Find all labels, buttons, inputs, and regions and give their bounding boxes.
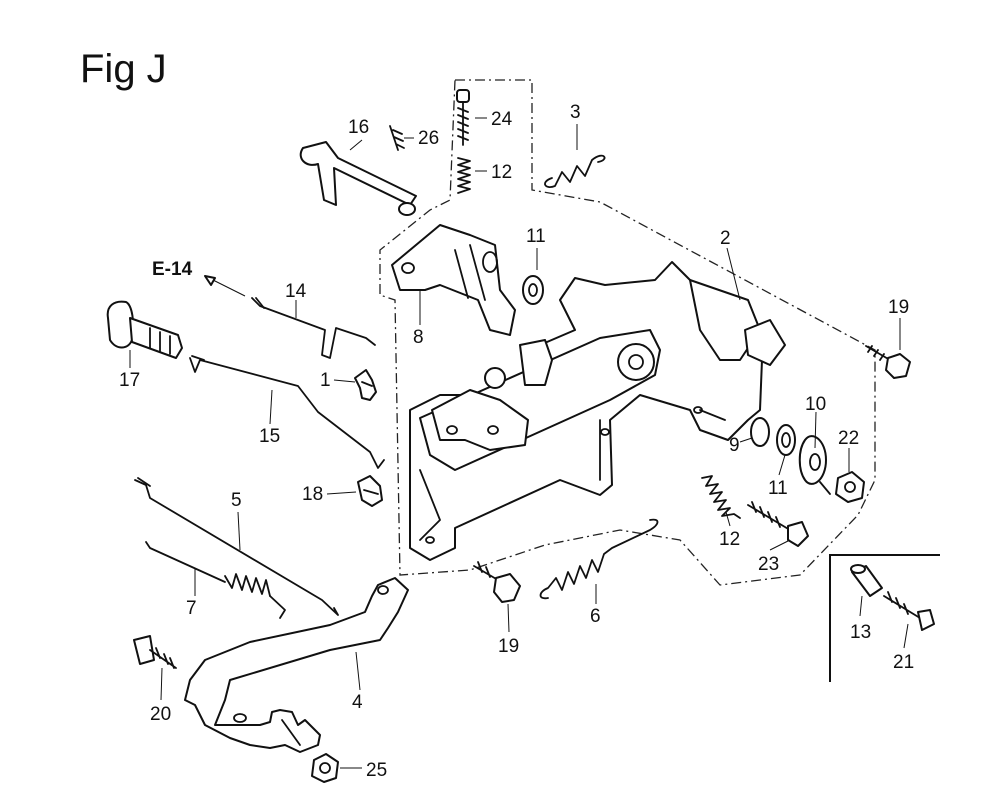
clip-18 [357,475,383,507]
callout-20: 20 [150,704,171,725]
rod-15 [189,355,385,469]
callout-16: 16 [348,117,369,138]
assembly-boundary [379,79,876,586]
callout-12-lower: 12 [719,529,740,550]
callout-15: 15 [259,426,280,447]
callout-17: 17 [119,370,140,391]
washer-9 [750,417,770,447]
friction-disc-10 [798,435,831,495]
callout-13: 13 [850,622,871,643]
screw-23 [747,501,809,547]
callout-19-lower: 19 [498,636,519,657]
clip-1 [354,369,377,401]
callout-25: 25 [366,760,387,781]
bolt-19-lower [473,561,521,603]
leader-lines [129,117,909,769]
callout-labels: 1 2 3 4 5 6 7 8 9 10 11 11 12 12 13 14 1… [119,102,914,781]
control-base-plate-2 [409,261,786,561]
callout-6: 6 [590,606,601,627]
callout-10: 10 [805,394,826,415]
brake-lever-4 [184,577,409,753]
spring-3 [544,154,606,188]
spring-12-lower [701,475,741,519]
callout-9: 9 [729,435,740,456]
inset-frame [829,554,940,682]
rod-14 [251,297,376,359]
nut-22 [835,471,865,503]
callout-14: 14 [285,281,307,302]
callout-1: 1 [320,370,331,391]
callout-19-right: 19 [888,297,909,318]
callout-12-top: 12 [491,162,512,183]
nut-25 [311,753,339,783]
callout-8: 8 [413,327,424,348]
bolt-19-right [865,345,911,379]
rod-5 [134,477,339,616]
callout-11-top: 11 [526,226,546,247]
bolt-24 [456,89,470,146]
callout-4: 4 [352,692,363,713]
washer-11-top [522,275,544,305]
screw-20 [133,635,177,669]
callout-18: 18 [302,484,323,505]
callout-5: 5 [231,490,242,511]
reference-e14: E-14 [152,259,193,280]
throttle-lever-8 [391,224,516,336]
lever-shaft-16 [299,141,417,216]
callout-24: 24 [491,109,513,130]
callout-26: 26 [418,128,439,149]
spring-6 [539,518,659,600]
knob-17 [106,300,183,359]
callout-11-right: 11 [768,478,788,499]
callout-7: 7 [186,598,197,619]
callout-3: 3 [570,102,581,123]
rod-spring-7 [145,541,286,619]
callout-21: 21 [893,652,914,673]
callout-23: 23 [758,554,779,575]
callout-22: 22 [838,428,859,449]
callout-2: 2 [720,228,731,249]
screw-21 [883,591,935,631]
figure-title: Fig J [80,47,167,91]
collar-13 [850,564,883,597]
washer-11-right [776,424,796,456]
pin-26 [389,125,405,151]
spring-12-top [457,157,471,194]
